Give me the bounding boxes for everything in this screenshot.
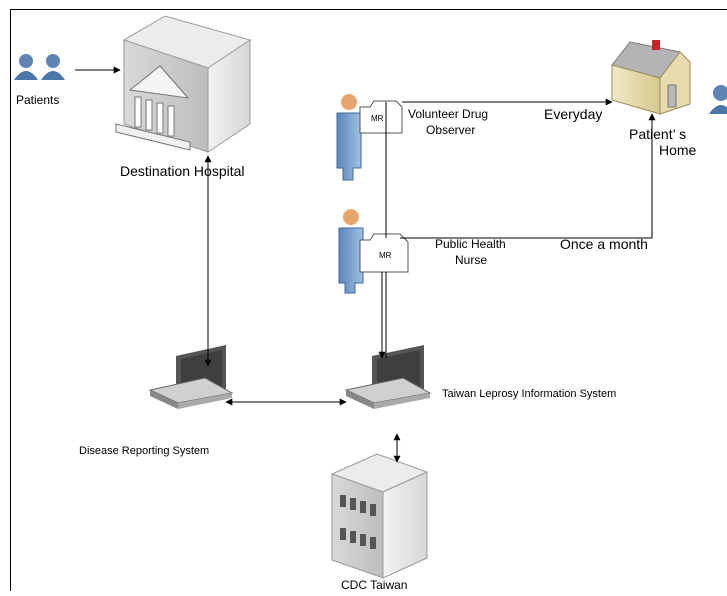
house-icon bbox=[612, 40, 690, 114]
partial-person-icon bbox=[709, 85, 727, 114]
patients-icon bbox=[14, 54, 65, 80]
patients-label: Patients bbox=[16, 93, 59, 107]
tlis-label: Taiwan Leprosy Information System bbox=[442, 388, 616, 400]
patients-home-label-line1: Patient’ s bbox=[629, 126, 686, 142]
disease-reporting-label: Disease Reporting System bbox=[79, 445, 209, 457]
destination-hospital-label: Destination Hospital bbox=[120, 163, 245, 179]
office-building-icon bbox=[332, 454, 427, 578]
nurse-label-line2: Nurse bbox=[455, 253, 487, 267]
patients-home-label-line2: Home bbox=[659, 142, 696, 158]
laptop-icon-disease-reporting bbox=[150, 345, 232, 409]
nurse-label-line1: Public Health bbox=[435, 237, 506, 251]
nurse-person-icon bbox=[339, 209, 363, 293]
volunteer-label-line1: Volunteer Drug bbox=[408, 107, 488, 121]
mr-label-1: MR bbox=[371, 114, 383, 123]
once-a-month-label: Once a month bbox=[560, 236, 648, 252]
hospital-icon bbox=[116, 16, 250, 152]
laptop-icon-leprosy-system bbox=[346, 345, 430, 409]
volunteer-label-line2: Observer bbox=[426, 123, 475, 137]
everyday-label: Everyday bbox=[544, 106, 602, 122]
volunteer-person-icon bbox=[337, 94, 361, 180]
cdc-taiwan-label: CDC Taiwan bbox=[341, 578, 407, 592]
mr-label-2: MR bbox=[379, 251, 391, 260]
